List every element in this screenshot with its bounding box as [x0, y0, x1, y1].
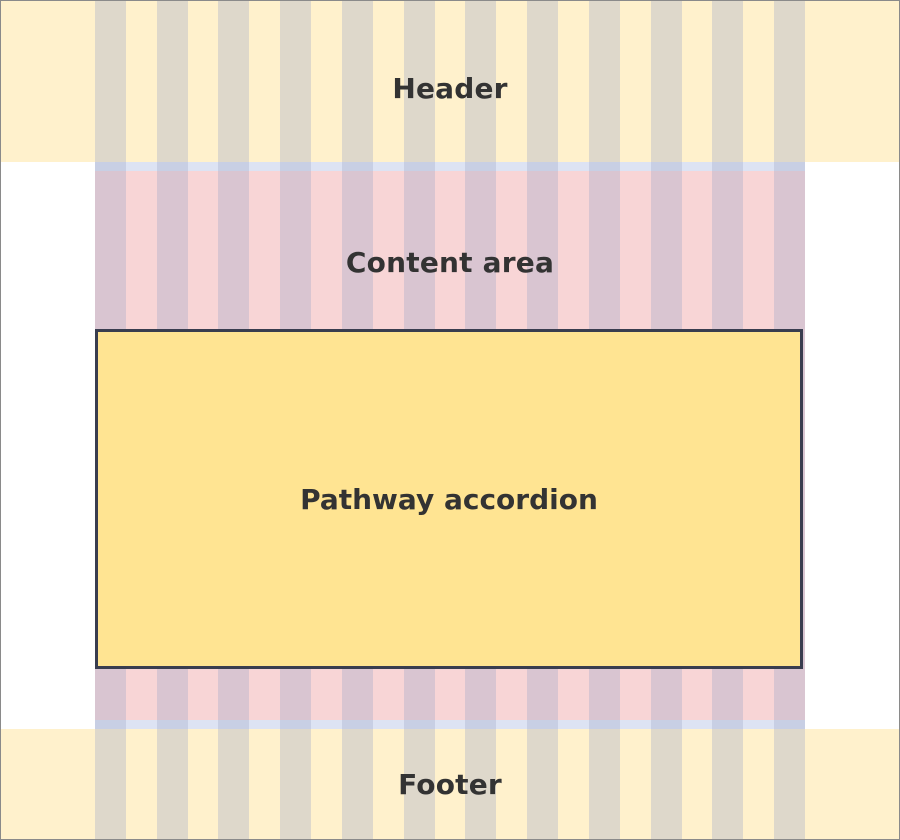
footer-label: Footer — [398, 768, 502, 801]
gutter-strip-bottom — [95, 720, 805, 729]
pathway-accordion[interactable]: Pathway accordion — [95, 329, 803, 669]
pathway-accordion-label: Pathway accordion — [300, 482, 598, 516]
content-area-label: Content area — [345, 246, 555, 279]
header-region — [1, 1, 899, 162]
footer-region — [1, 729, 899, 839]
header-label: Header — [392, 72, 508, 105]
gutter-strip-top — [95, 162, 805, 171]
